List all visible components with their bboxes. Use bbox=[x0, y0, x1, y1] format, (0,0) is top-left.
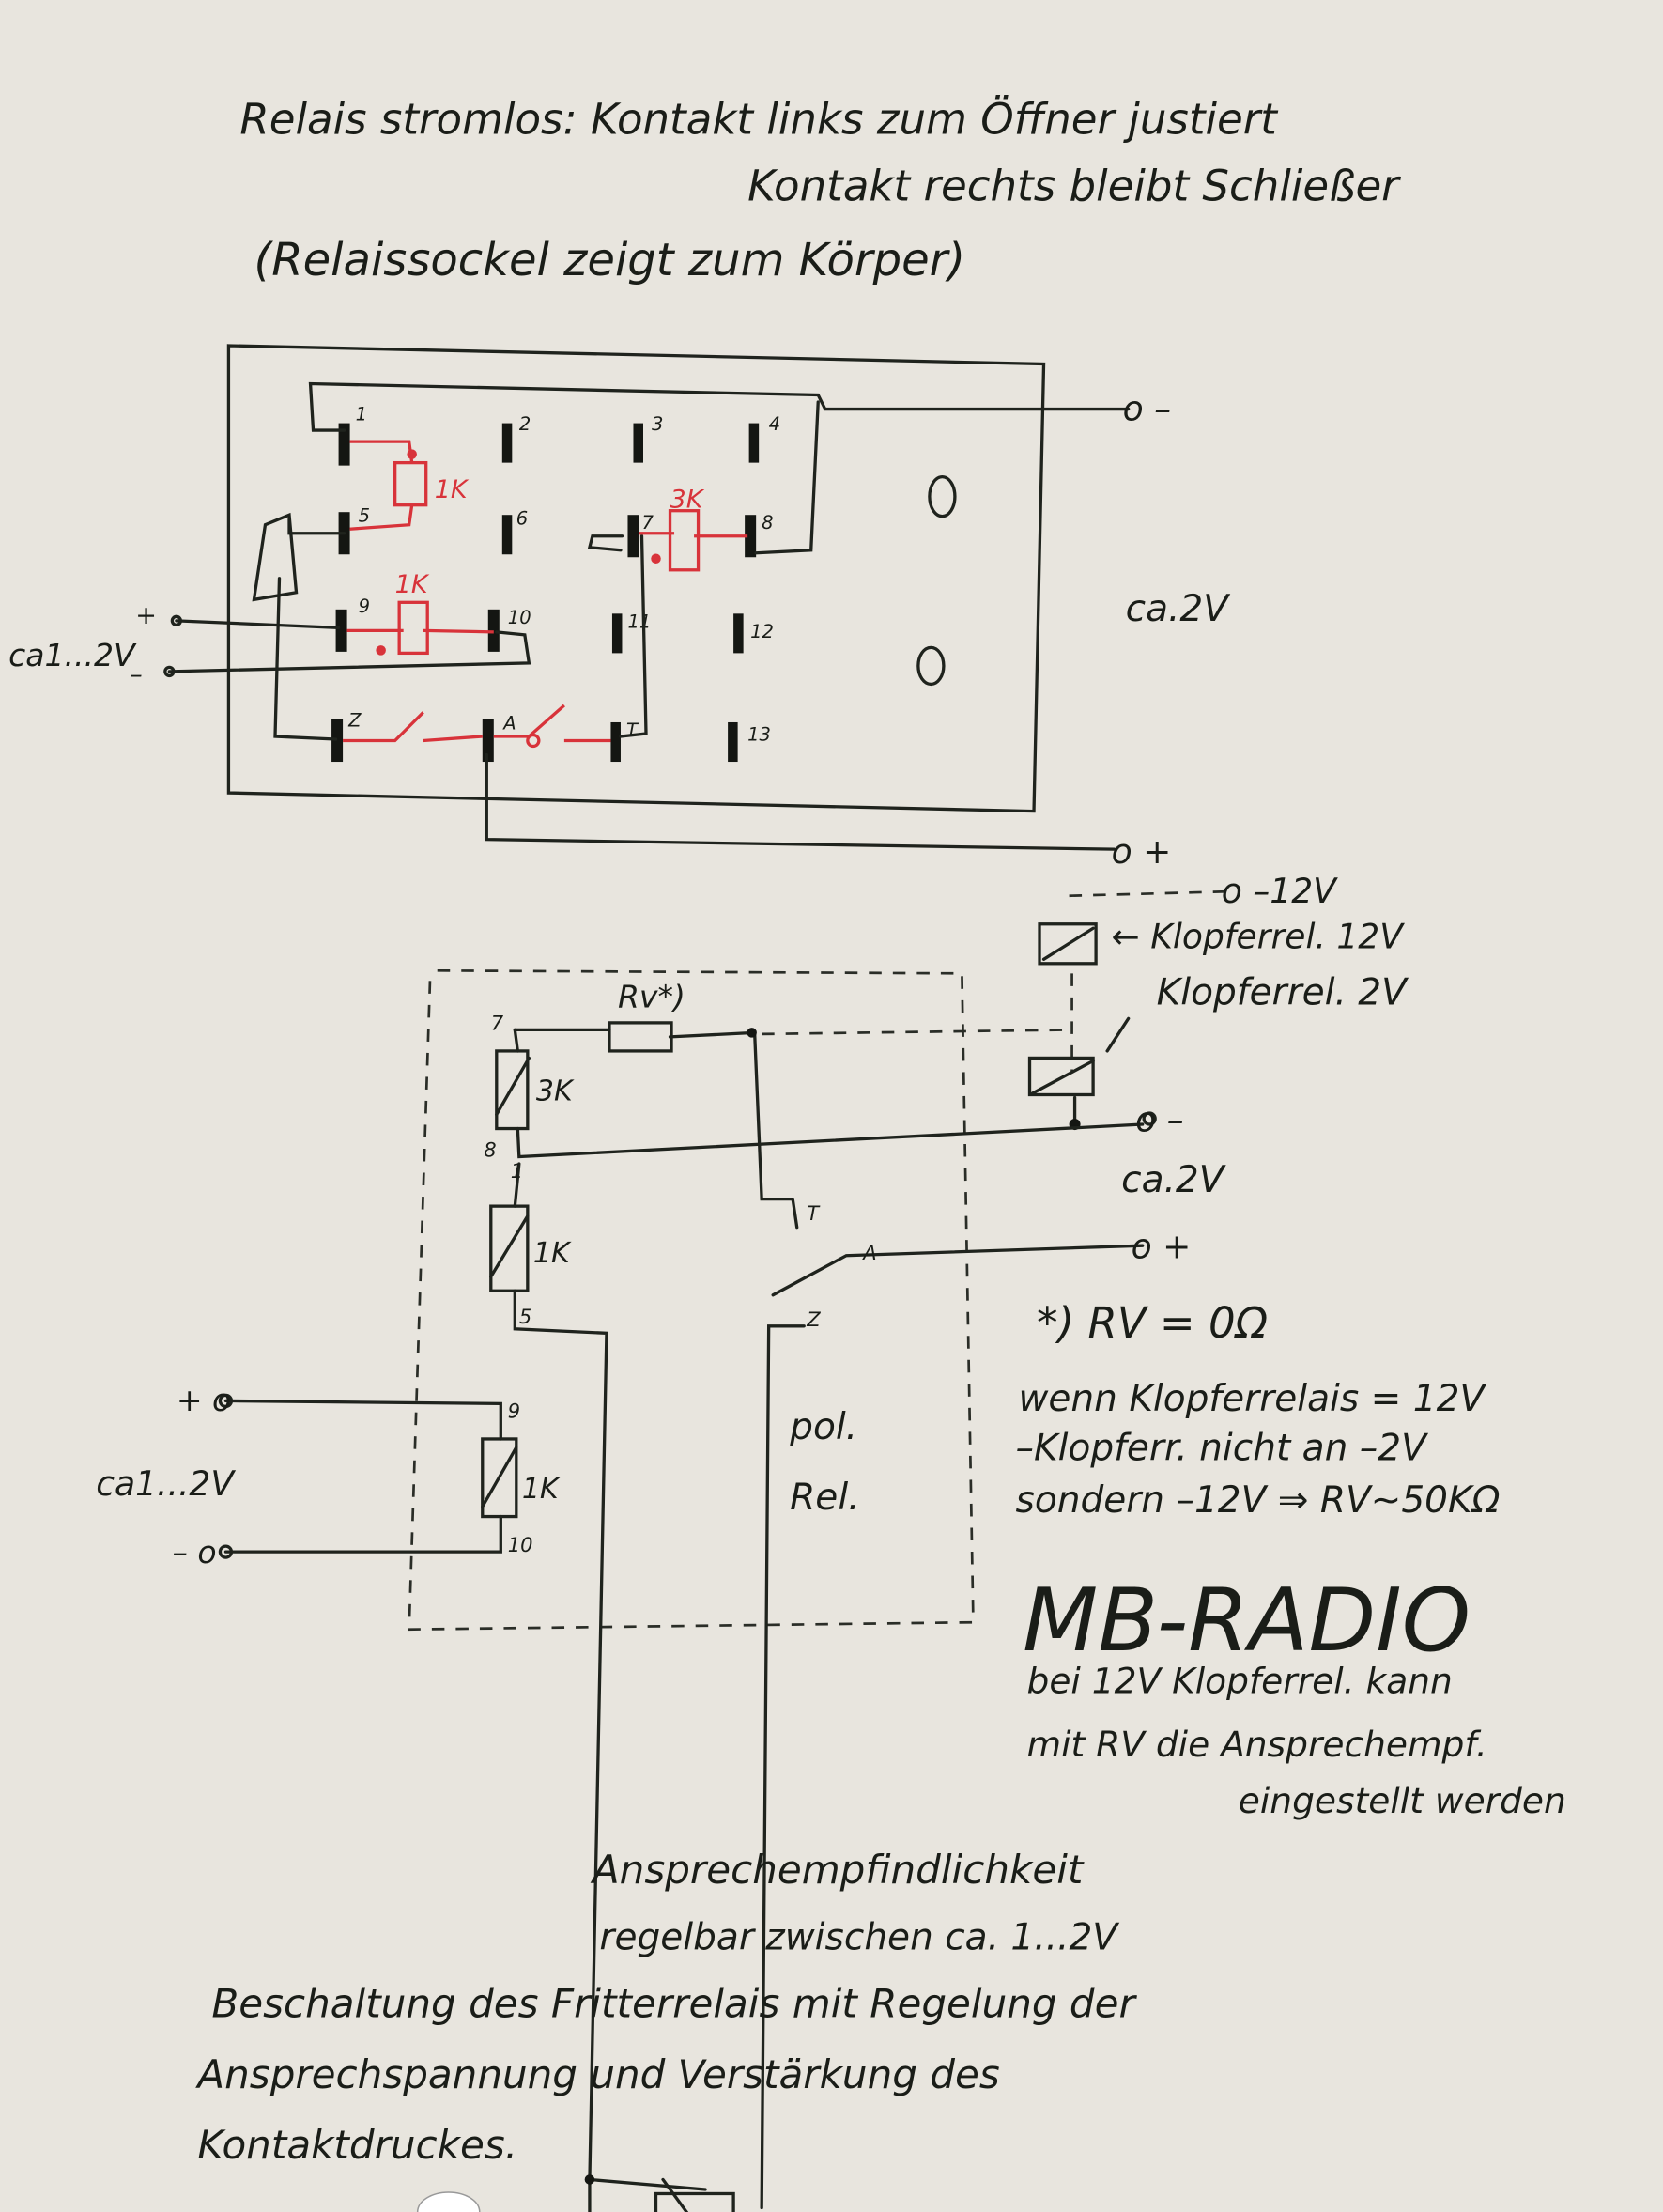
footnote-line-2: wenn Klopferrelais = 12V bbox=[1019, 1378, 1487, 1420]
caption-line-3: Kontaktdruckes. bbox=[197, 2122, 517, 2168]
note-line-3: (Relaissockel zeigt zum Körper) bbox=[254, 234, 965, 286]
relay-schematic bbox=[218, 889, 1227, 2212]
footnote-line-4: sondern –12V ⇒ RV~50KΩ bbox=[1015, 1479, 1500, 1522]
pin-label: 5 bbox=[359, 505, 370, 527]
pin-z: Z bbox=[806, 1307, 821, 1331]
pin-label: 7 bbox=[641, 512, 654, 534]
socket-voltage-label: ca.2V bbox=[1126, 588, 1231, 630]
socket-pins bbox=[331, 423, 760, 763]
pin-label: A bbox=[501, 712, 516, 734]
pin-a: A bbox=[861, 1241, 876, 1264]
footnote-line-3: –Klopferr. nicht an –2V bbox=[1015, 1427, 1428, 1469]
pin-5: 5 bbox=[519, 1305, 531, 1328]
rv-label: Rv*) bbox=[618, 978, 685, 1014]
pin-label: 3 bbox=[652, 413, 663, 435]
remark-line-2: mit RV die Ansprechempf. bbox=[1027, 1724, 1487, 1765]
pin-label: T bbox=[626, 719, 639, 741]
r1k-label: 1K bbox=[533, 1237, 572, 1270]
pin-label: 10 bbox=[508, 607, 531, 628]
r1k-input-label: 1K bbox=[522, 1473, 561, 1506]
pin-label: 4 bbox=[769, 413, 780, 435]
socket-output-minus: o – bbox=[1123, 391, 1172, 429]
klopfer-relay-2v bbox=[1027, 1056, 1095, 1097]
schematic-voltage-label: ca.2V bbox=[1121, 1159, 1226, 1201]
note-line-2: Kontakt rechts bleibt Schließer bbox=[747, 161, 1401, 210]
klopfer-12v-label: ← Klopferrel. 12V bbox=[1112, 918, 1406, 956]
footnote-line-1: *) RV = 0Ω bbox=[1037, 1298, 1268, 1348]
pin-label: 12 bbox=[750, 621, 774, 642]
input-minus: – o bbox=[172, 1534, 216, 1570]
remark-line-1: bei 12V Klopferrel. kann bbox=[1027, 1660, 1453, 1701]
socket-outline bbox=[226, 344, 1046, 813]
punch-hole bbox=[416, 2191, 481, 2212]
schematic-input-label: ca1...2V bbox=[96, 1465, 236, 1504]
pot-label-1: Ansprechempfindlichkeit bbox=[590, 1847, 1085, 1893]
pin-10: 10 bbox=[508, 1533, 533, 1556]
schematic-output-plus: o + bbox=[1132, 1229, 1192, 1267]
pin-label: 13 bbox=[747, 724, 771, 746]
caption-line-2: Ansprechspannung und Verstärkung des bbox=[194, 2051, 999, 2097]
pin-7: 7 bbox=[491, 1011, 504, 1034]
neg-12v-terminal: o –12V bbox=[1222, 873, 1338, 911]
pin-label: 1 bbox=[356, 404, 367, 425]
socket-input-minus: – bbox=[130, 660, 143, 689]
r2-label: 1K bbox=[395, 570, 430, 599]
pin-9: 9 bbox=[508, 1399, 520, 1422]
pin-label: 11 bbox=[627, 611, 651, 632]
pot-label-2: regelbar zwischen ca. 1...2V bbox=[599, 1917, 1119, 1959]
mounting-hole bbox=[928, 474, 957, 518]
socket-input-plus: + bbox=[135, 601, 157, 630]
socket-input-label: ca1...2V bbox=[8, 637, 137, 673]
resistor-1k-top bbox=[393, 460, 428, 507]
rel-label: Rel. bbox=[790, 1477, 859, 1519]
r3-label: 3K bbox=[670, 486, 705, 515]
mounting-hole bbox=[916, 645, 946, 687]
pin-label: 8 bbox=[762, 512, 773, 534]
schematic-output-minus: o – bbox=[1135, 1102, 1184, 1140]
remark-line-3: eingestellt werden bbox=[1239, 1780, 1566, 1821]
resistor-1k-schematic bbox=[489, 1204, 530, 1292]
pin-8: 8 bbox=[484, 1138, 496, 1162]
resistor-1k-input bbox=[481, 1437, 518, 1519]
note-line-1: Relais stromlos: Kontakt links zum Öffne… bbox=[239, 95, 1279, 145]
resistor-1k-mid bbox=[397, 600, 429, 656]
pin-label: 6 bbox=[516, 508, 528, 530]
klopfer-2v-label: Klopferrel. 2V bbox=[1157, 971, 1409, 1013]
pin-label: Z bbox=[347, 709, 362, 731]
pin-t: T bbox=[807, 1201, 821, 1225]
input-plus: + o bbox=[177, 1382, 231, 1418]
resistor-3k-schematic bbox=[495, 1049, 530, 1131]
r1-label: 1K bbox=[435, 475, 470, 504]
potentiometer bbox=[654, 2191, 735, 2212]
mb-radio-title: MB-RADIO bbox=[1023, 1570, 1471, 1671]
relay-socket: 1 2 3 4 5 6 7 8 9 10 11 12 Z A T 13 bbox=[167, 344, 1131, 851]
klopfer-relay-12v bbox=[1038, 922, 1098, 966]
caption-line-1: Beschaltung des Fritterrelais mit Regelu… bbox=[211, 1981, 1137, 2027]
r3k-label: 3K bbox=[536, 1075, 575, 1107]
resistor-rv bbox=[608, 1021, 673, 1053]
pol-label: pol. bbox=[789, 1406, 857, 1448]
resistor-3k bbox=[668, 509, 701, 572]
pin-1: 1 bbox=[511, 1159, 523, 1183]
socket-output-plus: o + bbox=[1112, 833, 1172, 872]
pin-label: 2 bbox=[519, 413, 531, 435]
pin-label: 9 bbox=[359, 596, 370, 617]
